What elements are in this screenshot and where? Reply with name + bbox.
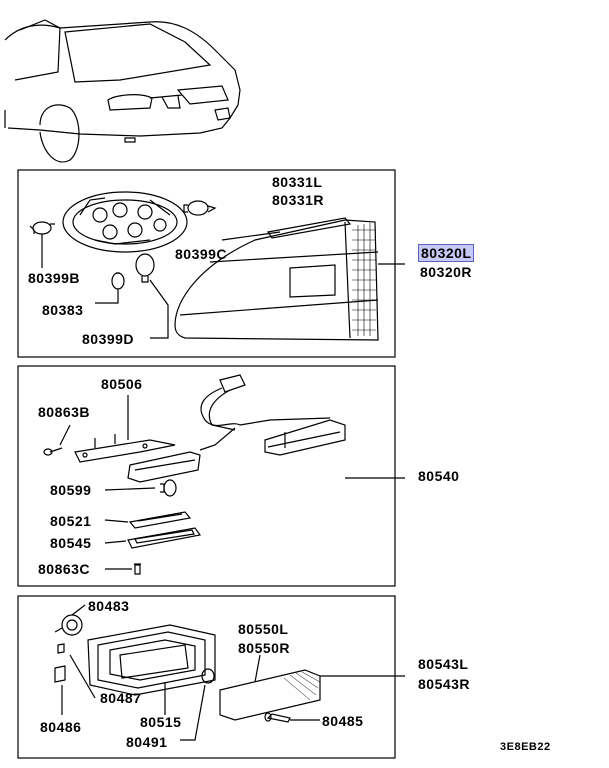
gasket-80521 bbox=[128, 511, 192, 529]
screw-80863C bbox=[134, 563, 141, 575]
part-label-80521[interactable]: 80521 bbox=[50, 513, 92, 529]
socket-80483 bbox=[54, 614, 83, 636]
bulb-80399C bbox=[183, 200, 217, 216]
diagram-code: 3E8EB22 bbox=[500, 741, 551, 753]
part-label-80545[interactable]: 80545 bbox=[50, 535, 92, 551]
car-rear-illustration bbox=[4, 19, 241, 163]
part-label-80863C[interactable]: 80863C bbox=[38, 561, 91, 577]
part-label-80399B[interactable]: 80399B bbox=[28, 270, 81, 286]
bulb-80399B bbox=[29, 221, 55, 235]
part-label-80486[interactable]: 80486 bbox=[40, 719, 82, 735]
screw-80863B bbox=[43, 447, 63, 456]
lamp-socket-assembly bbox=[62, 191, 188, 253]
lens-hatching bbox=[352, 223, 376, 336]
gasket-80515 bbox=[119, 644, 189, 679]
section-box-tail-lamp bbox=[17, 169, 396, 358]
part-label-80399D[interactable]: 80399D bbox=[82, 331, 135, 347]
bracket-80506 bbox=[74, 434, 176, 463]
part-label-80320R[interactable]: 80320R bbox=[420, 264, 473, 280]
part-label-80550L[interactable]: 80550L bbox=[238, 621, 289, 637]
bulb-80491 bbox=[201, 668, 215, 684]
part-label-80491[interactable]: 80491 bbox=[126, 734, 168, 750]
part-label-80485[interactable]: 80485 bbox=[322, 713, 364, 729]
part-label-80487[interactable]: 80487 bbox=[100, 690, 142, 706]
part-label-80543R[interactable]: 80543R bbox=[418, 676, 471, 692]
bulb-80399D bbox=[135, 253, 155, 283]
part-label-80540[interactable]: 80540 bbox=[418, 468, 460, 484]
license-lamp-left bbox=[127, 451, 201, 483]
part-label-80320L[interactable]: 80320L bbox=[418, 244, 475, 262]
part-label-80331L[interactable]: 80331L bbox=[272, 174, 323, 190]
section-box-back-up-lamp bbox=[17, 595, 396, 759]
bulb-80599 bbox=[160, 479, 177, 497]
part-label-80383[interactable]: 80383 bbox=[42, 302, 84, 318]
part-label-80515[interactable]: 80515 bbox=[140, 714, 182, 730]
part-label-80550R[interactable]: 80550R bbox=[238, 640, 291, 656]
part-label-80863B[interactable]: 80863B bbox=[38, 404, 91, 420]
part-label-80331R[interactable]: 80331R bbox=[272, 192, 325, 208]
part-label-80506[interactable]: 80506 bbox=[101, 376, 143, 392]
lamp-housing-80487 bbox=[87, 624, 216, 696]
screw-80485 bbox=[264, 712, 291, 723]
lens-80550 bbox=[219, 669, 321, 721]
license-lamp-wiring bbox=[199, 374, 331, 451]
gasket-80545 bbox=[127, 527, 202, 549]
part-label-80483[interactable]: 80483 bbox=[88, 598, 130, 614]
section-box-license-lamp bbox=[17, 365, 396, 587]
socket-80383 bbox=[111, 272, 125, 290]
license-lamp-right bbox=[264, 419, 346, 456]
part-label-80599[interactable]: 80599 bbox=[50, 482, 92, 498]
part-label-80399C[interactable]: 80399C bbox=[175, 246, 228, 262]
clip-80486 bbox=[54, 643, 66, 683]
part-label-80543L[interactable]: 80543L bbox=[418, 656, 469, 672]
tail-lamp-lens bbox=[174, 219, 379, 341]
trim-strip bbox=[266, 217, 352, 239]
